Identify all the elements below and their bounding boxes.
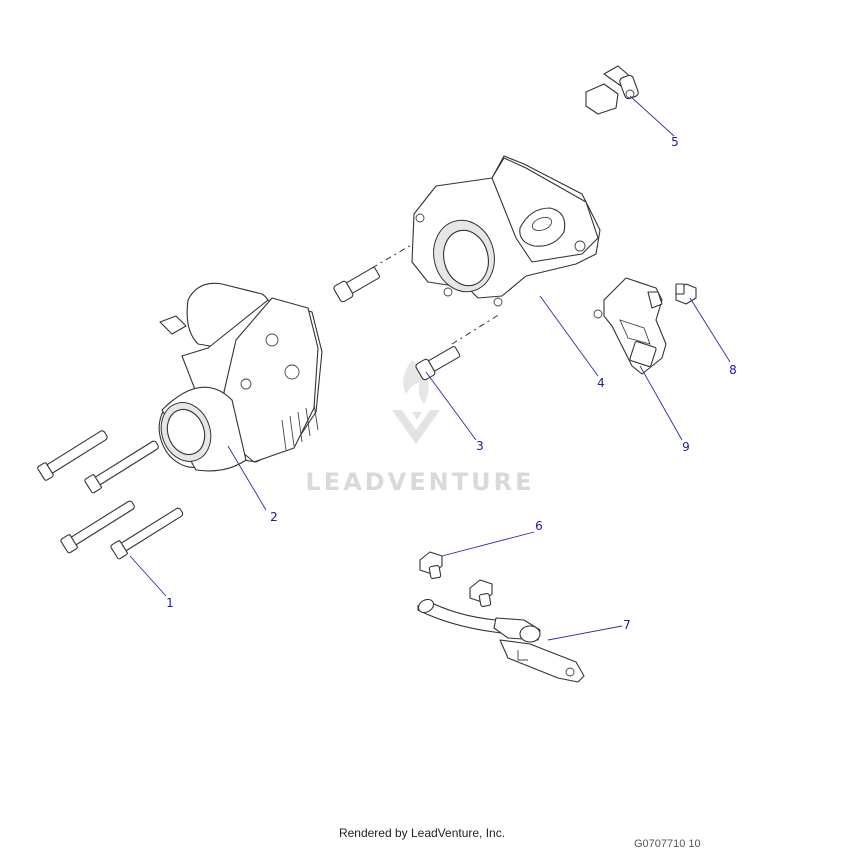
part-bolt-8 — [675, 283, 697, 305]
part-bolts-1 — [37, 430, 184, 560]
callout-7: 7 — [623, 618, 631, 632]
part-screws-3 — [333, 227, 501, 381]
callout-3: 3 — [476, 439, 484, 453]
drawing-number: G0707710 10 — [634, 838, 701, 850]
callout-4: 4 — [597, 376, 605, 390]
callout-9: 9 — [682, 440, 690, 454]
part-throttle-body-2 — [158, 282, 323, 472]
watermark-text: LEADVENTURE — [306, 468, 535, 496]
leader-lines — [129, 95, 731, 641]
part-bolts-6 — [419, 551, 493, 608]
callout-8: 8 — [729, 363, 737, 377]
callout-6: 6 — [535, 519, 543, 533]
part-intake-adapter-4 — [411, 155, 601, 307]
callout-2: 2 — [270, 510, 278, 524]
callout-5: 5 — [671, 135, 679, 149]
callout-1: 1 — [166, 596, 174, 610]
rendered-by-footer: Rendered by LeadVenture, Inc. — [338, 826, 506, 840]
part-sensor-5 — [585, 65, 639, 115]
part-map-sensor-9 — [593, 277, 667, 375]
part-tube-bracket-7 — [417, 598, 585, 683]
